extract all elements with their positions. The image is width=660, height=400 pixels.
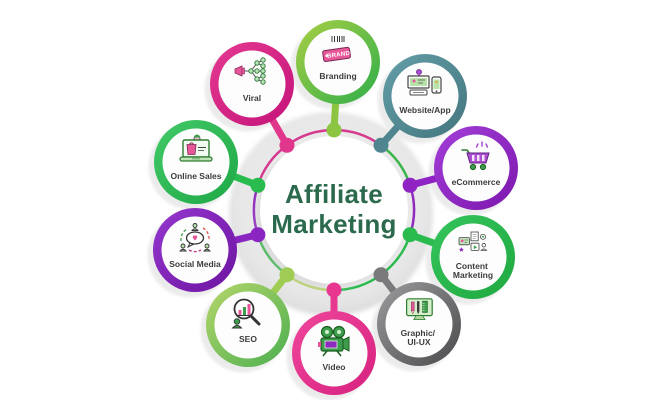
connector-dot-ecommerce (402, 177, 418, 193)
satellite-graphic-uiux: Graphic/ UI-UX (377, 282, 461, 366)
satellite-viral: Viral (210, 42, 294, 126)
connector-dot-branding (326, 122, 342, 138)
connector-dot-website-app (373, 137, 389, 153)
satellite-inner (304, 28, 372, 96)
satellite-label-line1: Graphic/ (401, 328, 436, 338)
satellite-inner (300, 319, 368, 387)
satellite-label: Graphic/ UI-UX (401, 328, 438, 347)
satellite-label: Website/App (399, 105, 450, 115)
satellite-content-marketing: Content Marketing (431, 215, 515, 299)
satellite-branding: BRAND Branding (296, 20, 380, 104)
design-monitor-icon (406, 298, 433, 321)
satellite-ecommerce: eCommerce (434, 126, 518, 210)
satellite-social-media: Social Media (153, 208, 237, 292)
satellite-inner (391, 62, 459, 130)
satellite-label: SEO (239, 334, 257, 344)
brand-tag-icon: BRAND (322, 36, 351, 62)
magnifier-chart-icon (231, 298, 261, 329)
content-cluster-icon (458, 231, 488, 252)
chat-people-icon (179, 223, 211, 253)
satellite-label: Content Marketing (453, 261, 493, 280)
hub-title-line1: Affiliate (285, 179, 383, 209)
satellite-label-line2: Marketing (453, 270, 493, 280)
satellite-inner (442, 134, 510, 202)
satellite-inner (385, 290, 453, 358)
satellite-label: Social Media (169, 259, 221, 269)
satellite-inner (214, 291, 282, 359)
megaphone-network-icon (234, 57, 266, 85)
satellite-inner (161, 216, 229, 284)
brand-tag-text: BRAND (327, 51, 351, 60)
satellite-label: Viral (243, 93, 261, 103)
satellite-label: Video (323, 362, 346, 372)
hub-circle (260, 136, 408, 284)
shopping-cart-icon (461, 141, 490, 171)
satellite-label: Online Sales (170, 171, 221, 181)
satellite-label-line2: UI-UX (407, 337, 430, 347)
satellite-online-sales: Online Sales (154, 120, 238, 204)
monitor-phone-icon (407, 69, 442, 96)
satellite-label-line1: Content (456, 261, 488, 271)
connector-dot-viral (279, 137, 295, 153)
movie-camera-icon (318, 325, 350, 357)
satellite-seo: SEO (206, 283, 290, 367)
hub-title-line2: Marketing (271, 209, 397, 239)
satellite-label: eCommerce (452, 177, 501, 187)
satellite-video: Video (292, 311, 376, 395)
connector-dots (250, 122, 418, 298)
satellite-inner (162, 128, 230, 196)
connector-dot-graphic-uiux (373, 267, 389, 283)
connector-dot-seo (279, 267, 295, 283)
satellite-inner (218, 50, 286, 118)
connector-dot-online-sales (250, 177, 266, 193)
satellite-inner (439, 223, 507, 291)
connector-dot-video (326, 282, 342, 298)
connector-dot-content-marketing (402, 227, 418, 243)
connector-dot-social-media (250, 227, 266, 243)
satellite-website-app: Website/App (383, 54, 467, 138)
satellite-label: Branding (319, 71, 356, 81)
laptop-bag-icon (179, 134, 213, 162)
